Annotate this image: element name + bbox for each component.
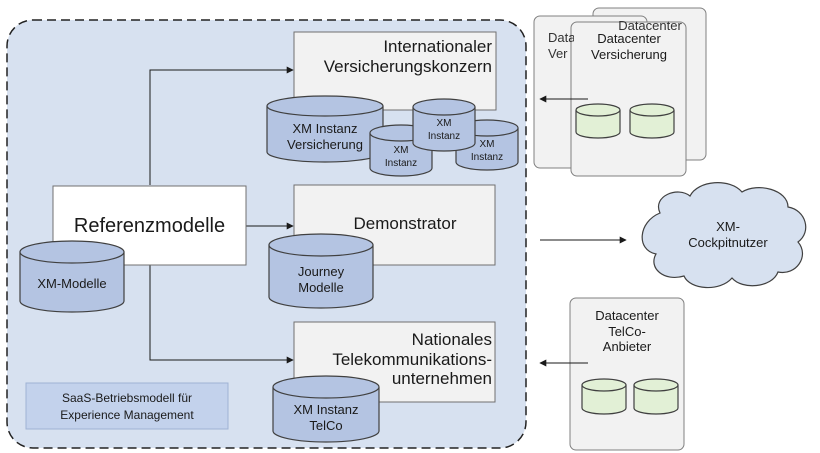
telko-title: Nationales Telekommunikations- unternehm… [332, 330, 492, 389]
db-versicherung-small-label-1: XM Instanz [384, 145, 418, 169]
db-journey-label: Journey Modelle [297, 264, 345, 295]
external-arrows [539, 95, 627, 367]
db-versicherung-small-label-3: XM Instanz [470, 139, 504, 163]
referenz-box [52, 185, 247, 266]
connector-lines [149, 66, 294, 364]
arrow-to-telko [149, 265, 294, 364]
telko-box [293, 321, 496, 403]
referenz-title: Referenzmodelle [73, 215, 226, 237]
db-green-telco-1 [581, 378, 627, 415]
arrow-to-versicherung [149, 66, 294, 185]
db-green-telco-2 [633, 378, 679, 415]
datacenter-vers-side-title: Data Ver [548, 30, 574, 61]
datacenter-vers-back-title: Datacenter [618, 18, 682, 33]
versicherung-title: Internationaler Versicherungskonzern [323, 37, 492, 77]
datacenter-telco-title: Datacenter TelCo- Anbieter [595, 308, 659, 355]
db-journey [268, 233, 374, 309]
db-versicherung-small-label-2: XM Instanz [427, 118, 461, 142]
datacenter-vers-title: Datacenter Versicherung [574, 31, 684, 63]
saas-label-box [25, 382, 229, 430]
db-green-vers-2 [629, 103, 675, 139]
db-versicherung-main-label: XM Instanz Versicherung [287, 121, 363, 152]
db-xm-modelle [19, 240, 125, 313]
demonstrator-title: Demonstrator [353, 214, 457, 233]
db-xm-modelle-label: XM-Modelle [37, 276, 107, 291]
db-telco [272, 375, 380, 443]
db-telco-label: XM Instanz TelCo [293, 402, 359, 433]
db-green-vers-1 [575, 103, 621, 139]
cloud-label: XM- Cockpitnutzer [688, 219, 768, 250]
cloud-shape [641, 182, 807, 289]
db-versicherung-small-2 [412, 98, 476, 152]
saas-label: SaaS-Betriebsmodell für Experience Manag… [60, 391, 194, 422]
